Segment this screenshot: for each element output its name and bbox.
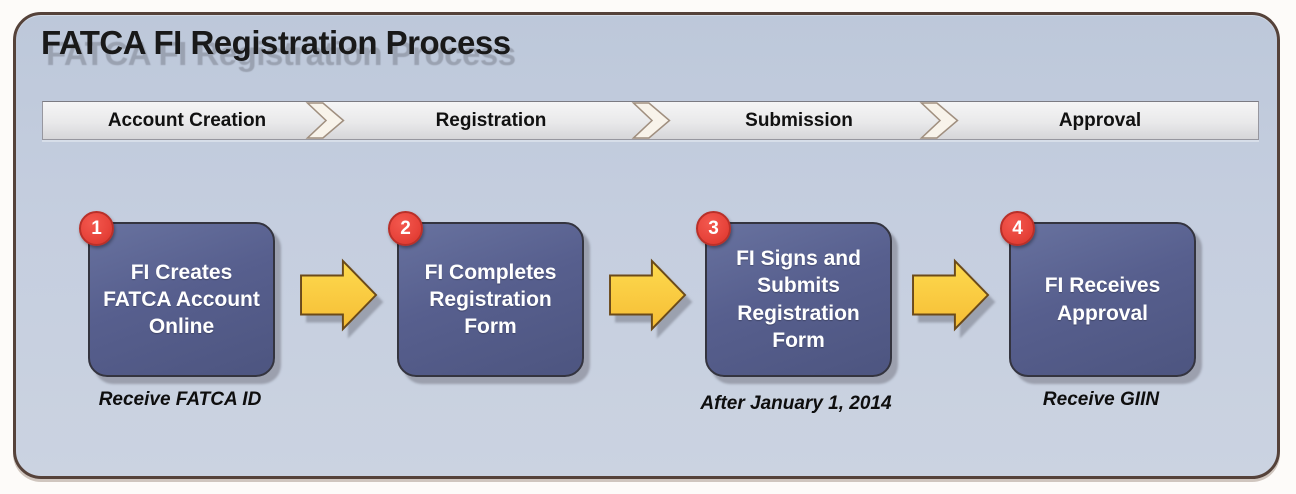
step-number-badge: 3: [696, 211, 731, 246]
step-box-create-account: 1 FI Creates FATCA Account Online: [79, 211, 275, 377]
diagram-panel: FATCA FI Registration Process Account Cr…: [13, 12, 1280, 479]
arrow-right-icon: [912, 258, 990, 332]
step-box-receive-approval: 4 FI Receives Approval: [1000, 211, 1196, 377]
chevron-right-separator-icon: [305, 102, 345, 139]
stage-label-submission: Submission: [745, 109, 853, 131]
stage-label-registration: Registration: [435, 109, 547, 131]
stage-label-account-creation: Account Creation: [107, 109, 267, 131]
chevron-right-separator-icon: [919, 102, 959, 139]
step-number-badge: 2: [388, 211, 423, 246]
step-number-badge: 4: [1000, 211, 1035, 246]
step-title: FI Receives Approval: [1044, 274, 1161, 325]
arrow-right-icon: [300, 258, 378, 332]
diagram-title: FATCA FI Registration Process: [41, 24, 511, 61]
chevron-right-separator-icon: [631, 102, 671, 139]
step-title: FI Creates FATCA Account Online: [103, 260, 260, 339]
step-number-badge: 1: [79, 211, 114, 246]
arrow-right-icon: [609, 258, 687, 332]
step-caption-receive-giin: Receive GIIN: [1042, 389, 1160, 410]
step-box-complete-form: 2 FI Completes Registration Form: [388, 211, 584, 377]
stage-label-approval: Approval: [1058, 109, 1142, 131]
step-title: FI Completes Registration Form: [424, 260, 557, 339]
process-stage-band: Account Creation Registration Submission…: [42, 101, 1259, 140]
step-caption-after-january: After January 1, 2014: [700, 393, 892, 414]
step-box-sign-submit-form: 3 FI Signs and Submits Registration Form: [696, 211, 892, 377]
step-caption-receive-fatca-id: Receive FATCA ID: [98, 389, 262, 410]
step-title: FI Signs and Submits Registration Form: [736, 246, 861, 352]
